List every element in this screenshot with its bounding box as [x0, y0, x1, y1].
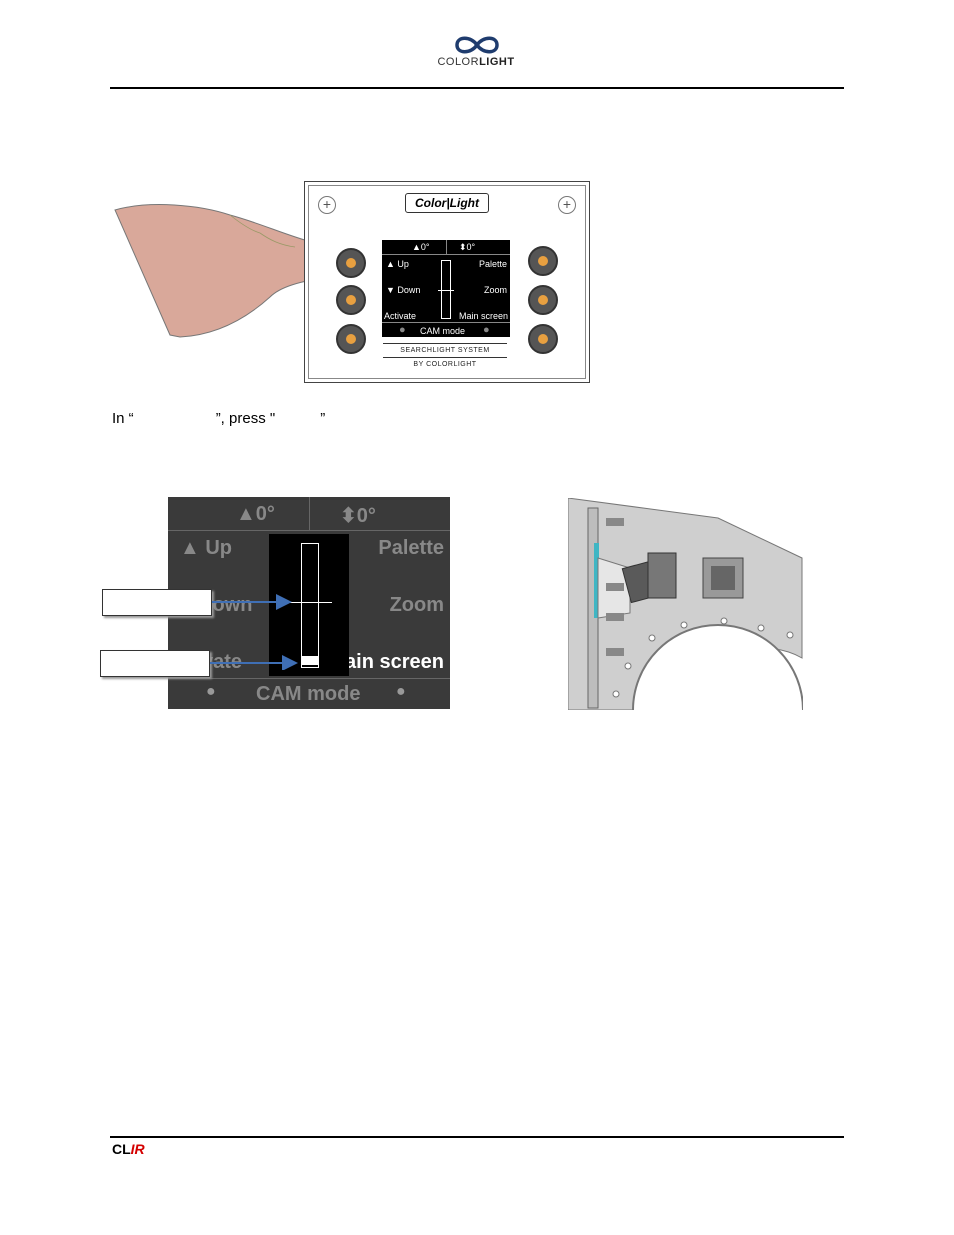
system-label-line2: BY COLORLIGHT — [413, 361, 477, 368]
right-bottom-button[interactable] — [528, 324, 558, 354]
callout-arrows — [210, 594, 298, 670]
pan-readout: ⬍0° — [459, 242, 476, 252]
left-bottom-button[interactable] — [336, 324, 366, 354]
screw-icon: + — [318, 196, 336, 214]
tilt-readout: ▲0° — [412, 242, 430, 252]
zoom-slider-current-marker — [286, 602, 332, 603]
lcd-activate-label: Activate — [384, 311, 417, 321]
current-zoom-callout — [102, 589, 212, 616]
lcd-palette-label: Palette — [478, 259, 507, 269]
right-top-button[interactable] — [528, 246, 558, 276]
control-panel: + + Color|Light ▲0° ⬍0° ▲ Up ▼ Down Acti… — [304, 181, 590, 383]
zoom-slider-track — [301, 543, 319, 668]
left-top-button[interactable] — [336, 248, 366, 278]
min-zoom-callout — [100, 650, 210, 677]
screw-icon: + — [558, 196, 576, 214]
brand-label: Color|Light — [405, 193, 489, 213]
footer-rule — [110, 1136, 844, 1138]
zoom-tilt-readout: ▲0° — [236, 503, 275, 525]
lcd-screen: ▲0° ⬍0° ▲ Up ▼ Down Activate Palette Zoo… — [382, 240, 510, 337]
zoom-slider — [441, 260, 451, 319]
zoom-palette-label: Palette — [378, 537, 444, 559]
right-middle-button[interactable] — [528, 285, 558, 315]
zoom-cam-mode-label: CAM mode — [256, 683, 361, 705]
zoom-up-label: ▲ Up — [180, 537, 233, 559]
logo-text: COLORLIGHT — [437, 56, 515, 68]
zoom-main-screen-label: Main screen — [328, 651, 444, 673]
infinity-logo-icon — [455, 36, 499, 54]
lcd-down-label: ▼ Down — [386, 285, 421, 295]
zoom-pan-readout: ⬍0° — [340, 505, 376, 527]
zoom-zoom-label: Zoom — [389, 594, 444, 616]
lcd-zoom-label: Zoom — [483, 285, 507, 295]
zoom-slider-min-marker — [302, 656, 318, 665]
lcd-main-screen-label: Main screen — [458, 311, 508, 321]
lcd-cam-mode-label: CAM mode — [420, 326, 466, 336]
instruction-text: In “”, press "” — [112, 410, 326, 427]
searchlight-lens-cross-section-illustration — [568, 498, 803, 710]
footer-brand: CLIR — [112, 1141, 145, 1157]
left-middle-button[interactable] — [336, 285, 366, 315]
system-label-line1: SEARCHLIGHT SYSTEM — [400, 347, 490, 354]
header-rule — [110, 87, 844, 89]
lcd-up-label: ▲ Up — [386, 259, 409, 269]
